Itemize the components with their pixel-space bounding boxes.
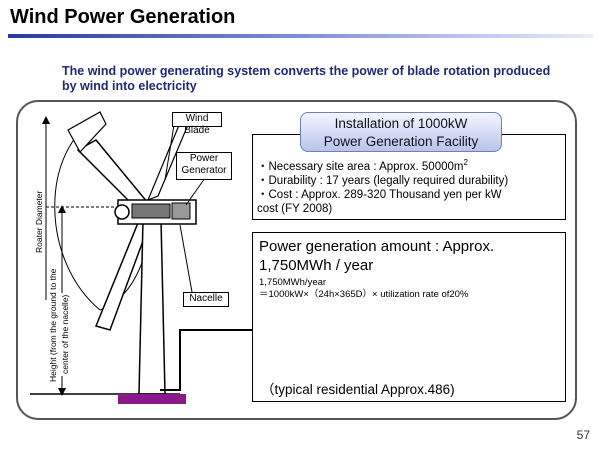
nacelle-label: Nacelle	[189, 293, 223, 304]
generation-amount-line2: 1,750MWh / year	[259, 257, 374, 274]
nacelle-leader	[179, 224, 193, 293]
generation-formula-line2: ＝1000kW×（24h×365D）× utilization rate of2…	[259, 289, 469, 300]
durability-text: ・Durability : 17 years (legally required…	[257, 174, 509, 187]
site-area-text: ・Necessary site area : Approx. 50000m2	[257, 158, 468, 173]
cost-text-line2: cost (FY 2008)	[257, 202, 333, 215]
wind-blade-label: Wind Blade	[184, 113, 210, 136]
wind-blade-leader	[164, 124, 175, 181]
generator-leader	[185, 177, 206, 206]
generation-formula-line1: 1,750MWh/year	[259, 277, 327, 288]
height-label-line1: Height (from the ground to the	[48, 266, 58, 384]
installation-title-line2: Power Generation Facility	[323, 134, 479, 149]
houses-note: （typical residential Approx.486)	[261, 382, 455, 397]
installation-title-badge: Installation of 1000kW Power Generation …	[300, 112, 502, 152]
generator-box	[171, 202, 191, 220]
page-number: 57	[576, 428, 590, 442]
roater-diameter-label: Roater Diameter	[34, 188, 44, 255]
height-arrow-bottom	[58, 388, 66, 396]
tower	[138, 219, 166, 395]
title-underline	[8, 34, 593, 38]
cost-text-line1: ・Cost : Approx. 289-320 Thousand yen per…	[257, 188, 502, 201]
height-label-line2: center of the nacelle)	[60, 292, 70, 376]
generation-amount-box: Power generation amount : Approx. 1,750M…	[252, 232, 566, 402]
installation-title-line1: Installation of 1000kW	[334, 116, 468, 131]
height-arrow-top	[58, 205, 66, 213]
generation-amount-line1: Power generation amount : Approx.	[259, 238, 495, 255]
nacelle-callout: Nacelle	[183, 292, 229, 307]
upper-blade-tip	[67, 111, 107, 154]
hub	[114, 204, 130, 220]
tower-base	[118, 394, 186, 404]
power-generator-callout: Power Generator	[176, 152, 232, 180]
wind-blade-callout: Wind Blade	[172, 112, 222, 136]
power-generator-label-line1: Power	[189, 153, 219, 164]
page-title: Wind Power Generation	[10, 6, 236, 28]
nacelle-gear	[131, 203, 171, 219]
power-generator-label-line2: Generator	[181, 165, 227, 176]
power-line	[160, 329, 252, 391]
roater-diameter-arrow-top	[42, 116, 50, 124]
subtitle: The wind power generating system convert…	[62, 64, 551, 93]
